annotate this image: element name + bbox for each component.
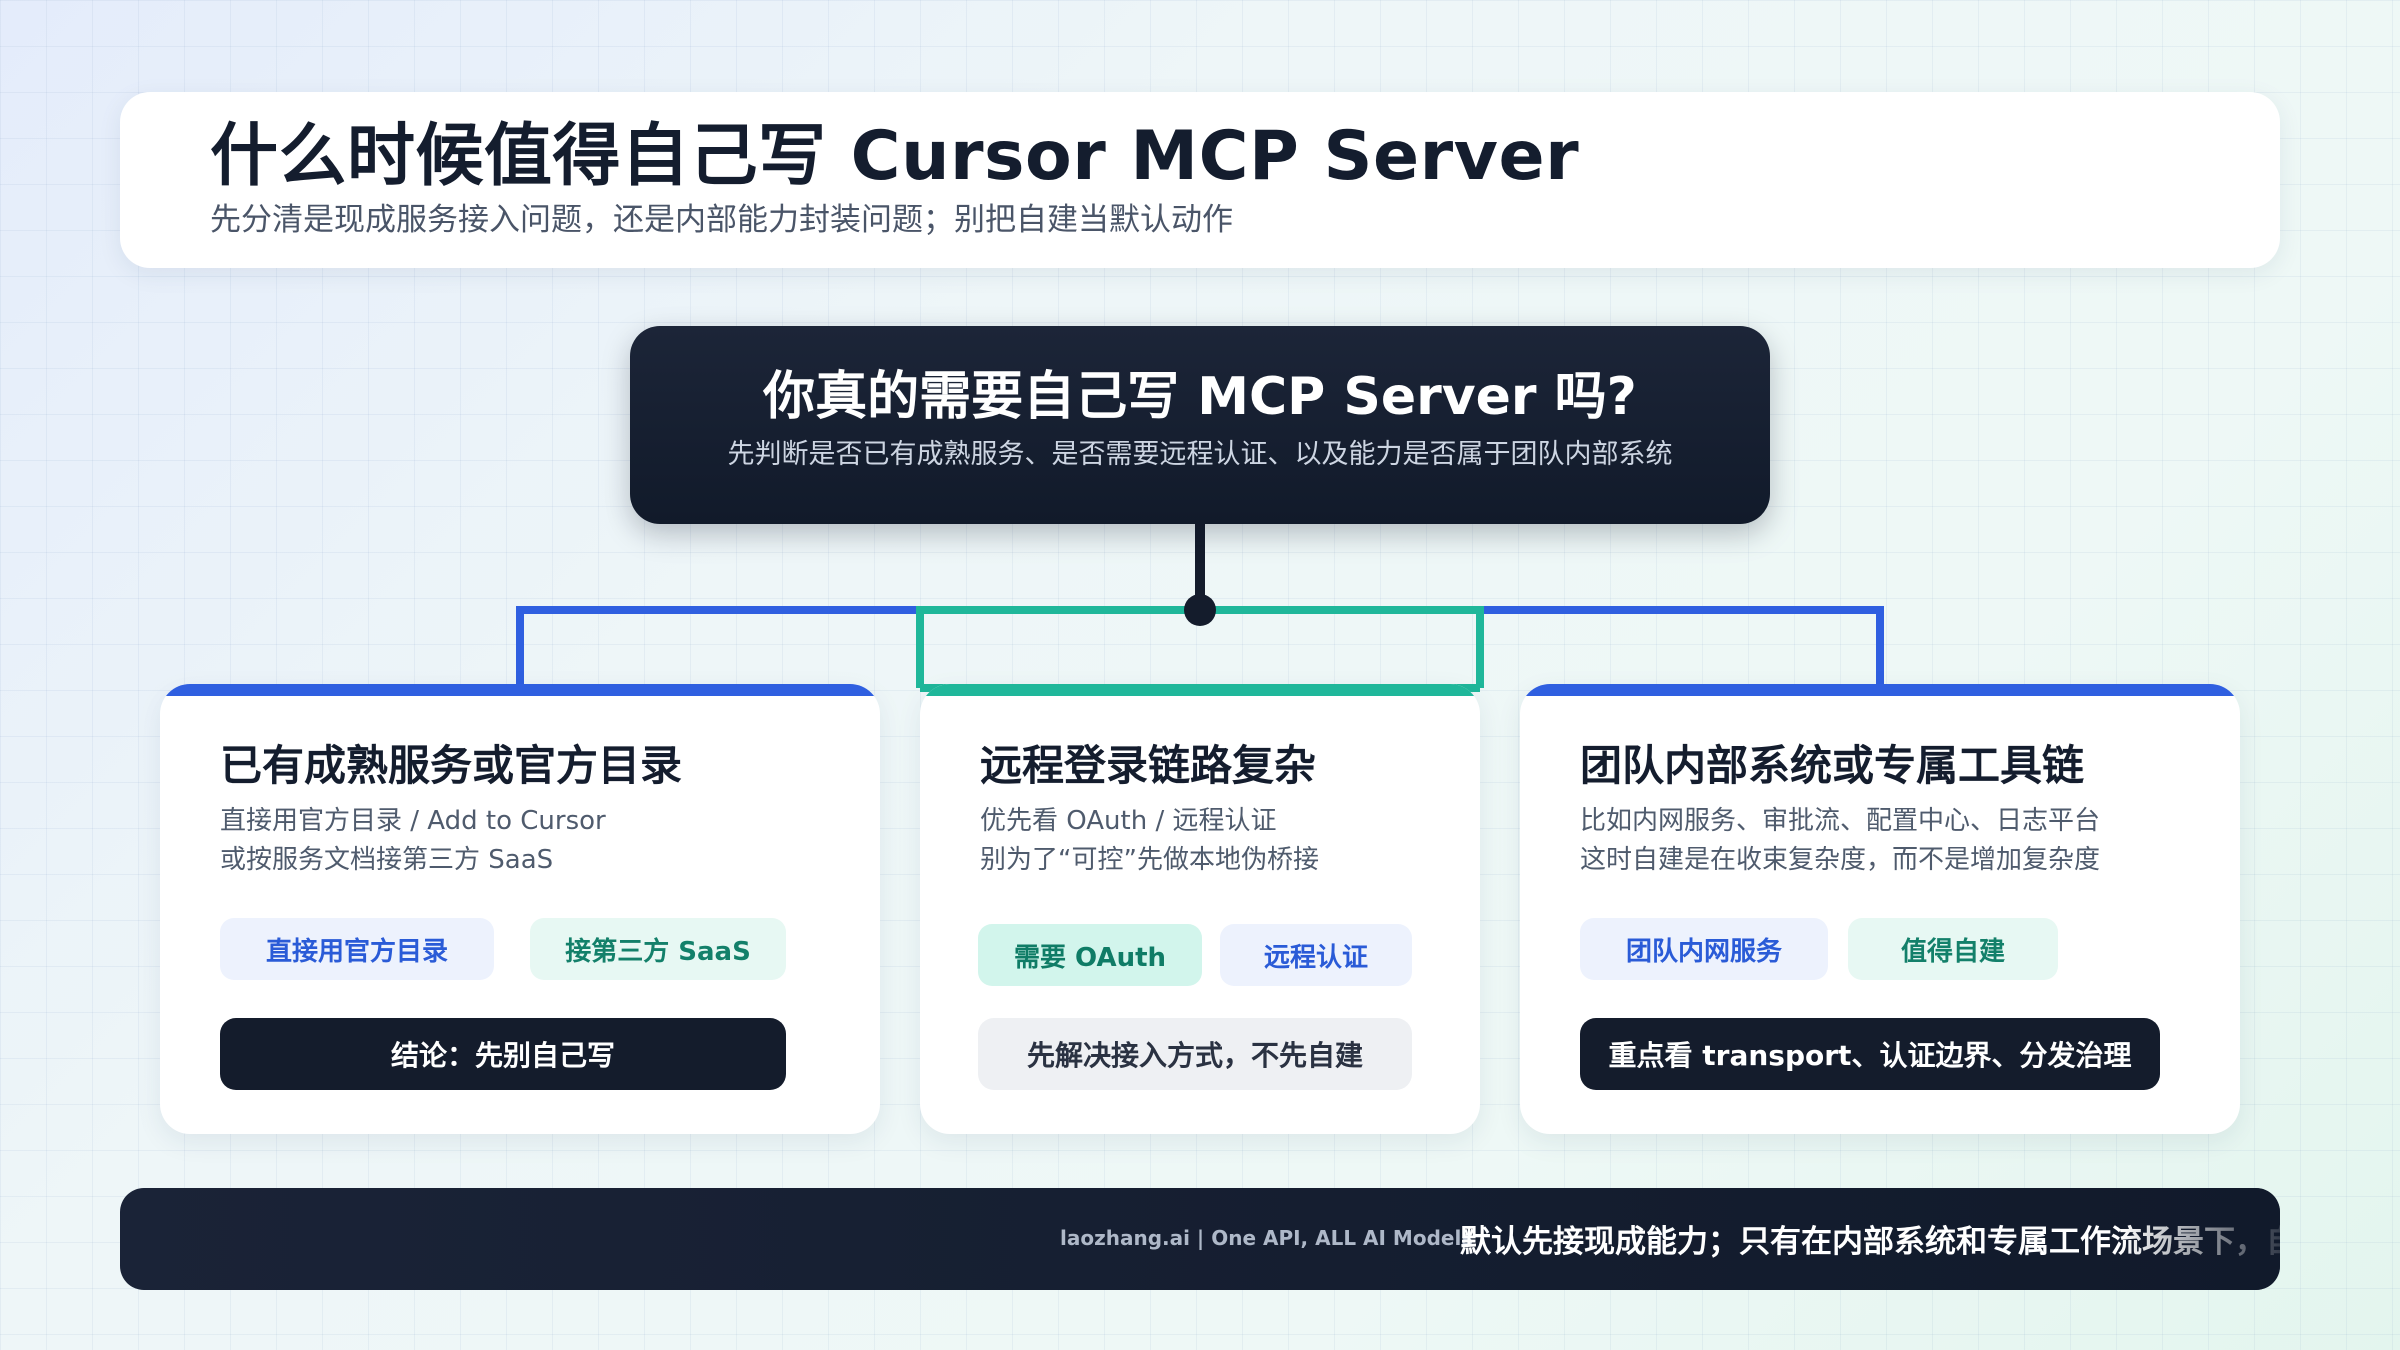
conclusion-badge: 结论：先别自己写 — [220, 1018, 786, 1090]
chip-official-directory[interactable]: 直接用官方目录 — [220, 918, 494, 980]
card-description-line: 比如内网服务、审批流、配置中心、日志平台 — [1580, 806, 2101, 836]
chip-remote-auth[interactable]: 远程认证 — [1220, 924, 1412, 986]
conclusion-badge: 先解决接入方式，不先自建 — [978, 1018, 1412, 1090]
chip-oauth[interactable]: 需要 OAuth — [978, 924, 1202, 986]
card-accent-bar — [1520, 684, 2240, 696]
card-description-line: 优先看 OAuth / 远程认证 — [980, 806, 1277, 836]
footer-banner: laozhang.ai | One API, ALL AI Models 默认先… — [120, 1188, 2280, 1290]
chip-worth-building[interactable]: 值得自建 — [1848, 918, 2058, 980]
card-remote-login: 远程登录链路复杂 优先看 OAuth / 远程认证 别为了“可控”先做本地伪桥接… — [920, 684, 1480, 1134]
question-subtitle: 先判断是否已有成熟服务、是否需要远程认证、以及能力是否属于团队内部系统 — [727, 439, 1673, 470]
card-accent-bar — [160, 684, 880, 696]
card-description-line: 这时自建是在收束复杂度，而不是增加复杂度 — [1580, 845, 2101, 875]
card-description-line: 别为了“可控”先做本地伪桥接 — [980, 845, 1319, 875]
card-internal-system: 团队内部系统或专属工具链 比如内网服务、审批流、配置中心、日志平台 这时自建是在… — [1520, 684, 2240, 1134]
conclusion-badge: 重点看 transport、认证边界、分发治理 — [1580, 1018, 2160, 1090]
card-title: 远程登录链路复杂 — [980, 741, 1317, 790]
footer-fade-overlay — [2120, 1188, 2280, 1290]
chip-third-party-saas[interactable]: 接第三方 SaaS — [530, 918, 786, 980]
chip-intranet-service[interactable]: 团队内网服务 — [1580, 918, 1828, 980]
card-title: 团队内部系统或专属工具链 — [1580, 741, 2085, 790]
card-accent-bar — [920, 684, 1480, 696]
card-description-line: 或按服务文档接第三方 SaaS — [220, 845, 554, 875]
page-title: 什么时候值得自己写 Cursor MCP Server — [210, 117, 1580, 196]
card-title: 已有成熟服务或官方目录 — [220, 741, 683, 790]
card-mature-service: 已有成熟服务或官方目录 直接用官方目录 / Add to Cursor 或按服务… — [160, 684, 880, 1134]
question-title: 你真的需要自己写 MCP Server 吗? — [763, 367, 1637, 427]
header-card: 什么时候值得自己写 Cursor MCP Server 先分清是现成服务接入问题… — [120, 92, 2280, 268]
footer-brand: laozhang.ai | One API, ALL AI Models — [1060, 1226, 1474, 1250]
card-description-line: 直接用官方目录 / Add to Cursor — [220, 806, 606, 836]
page-subtitle: 先分清是现成服务接入问题，还是内部能力封装问题；别把自建当默认动作 — [210, 202, 1233, 238]
connector-node — [1184, 594, 1216, 626]
question-box: 你真的需要自己写 MCP Server 吗? 先判断是否已有成熟服务、是否需要远… — [630, 326, 1770, 524]
